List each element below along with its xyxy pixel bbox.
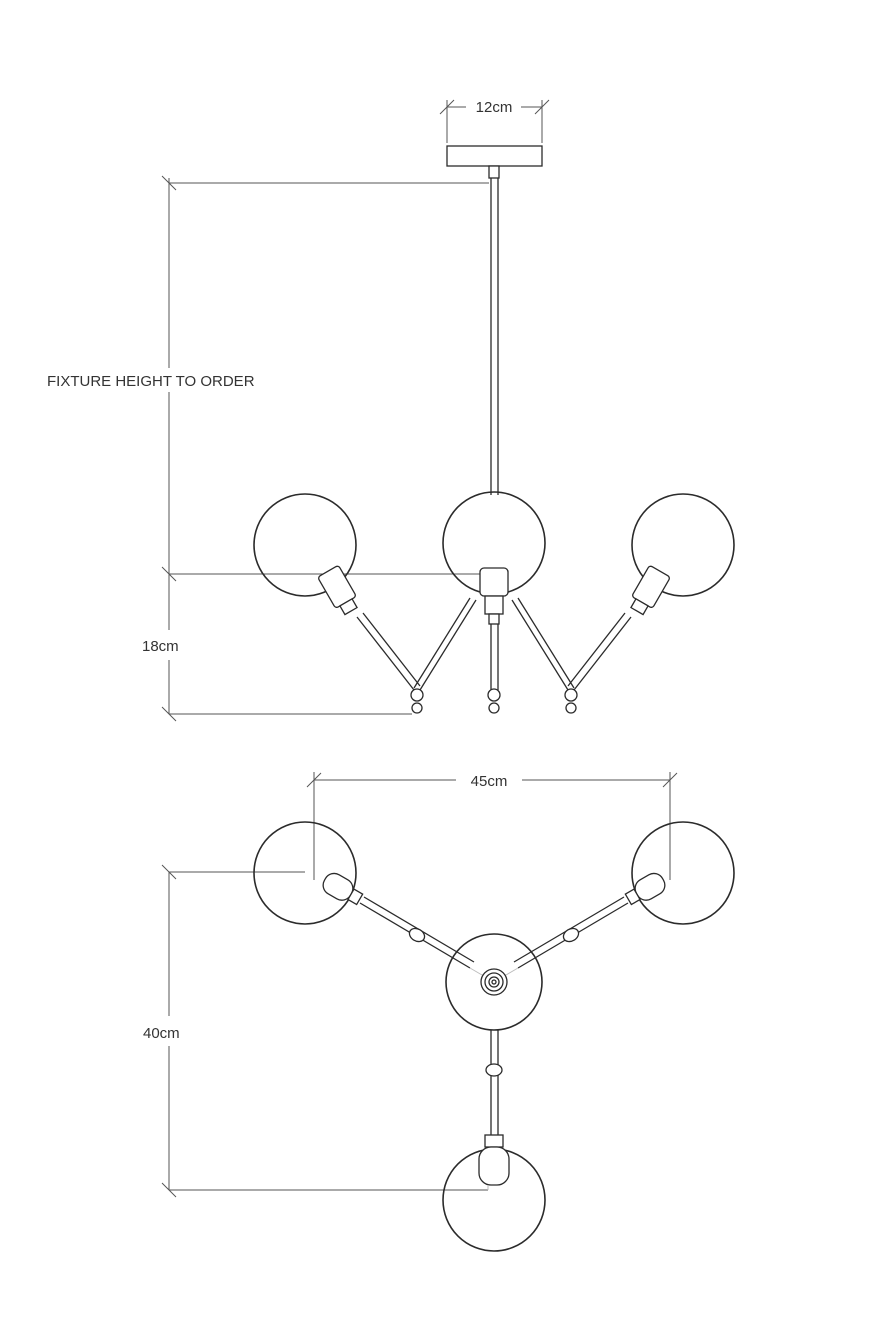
right-globe [631,493,735,597]
elevation-view: 12cm FIXTURE HEIGHT TO ORDER 18cm [47,99,735,722]
left-globe [253,493,357,597]
drop-height-label: 18cm [142,638,179,655]
plan-bottom-globe-assembly [442,1030,546,1252]
right-globe-assembly [511,493,735,714]
plan-right-globe-assembly [513,821,735,969]
depth-dimension: 40cm [143,864,488,1198]
plan-left-globe [253,821,357,925]
plan-view: 45cm 40cm [143,772,735,1252]
canopy-width-dimension: 12cm [439,99,550,143]
left-globe-assembly [253,493,477,714]
canopy-collar [488,165,500,179]
span-width-dimension: 45cm [306,772,678,880]
fixture-height-label: FIXTURE HEIGHT TO ORDER [47,373,255,390]
plan-center-globe-assembly [445,933,543,1031]
plan-right-globe [631,821,735,925]
depth-label: 40cm [143,1025,180,1042]
plan-left-globe-assembly [253,821,475,969]
span-width-label: 45cm [471,773,508,790]
ceiling-canopy [446,145,543,167]
center-globe-assembly [442,491,546,714]
plan-center-globe [445,933,543,1031]
canopy-width-label: 12cm [476,99,513,116]
fixture-height-dimension: FIXTURE HEIGHT TO ORDER [47,175,489,574]
drop-height-dimension: 18cm [142,566,480,722]
